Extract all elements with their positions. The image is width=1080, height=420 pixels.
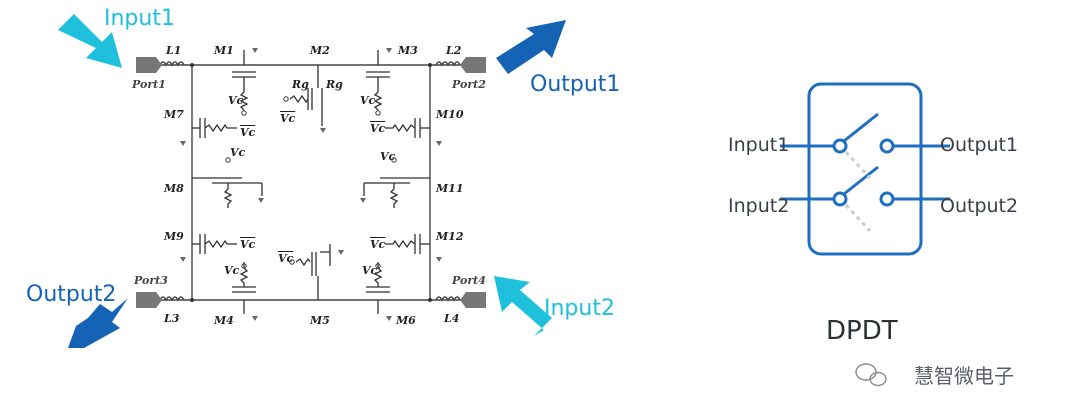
- vc-label-m8: Vc: [230, 146, 246, 159]
- vc-label-m1: Vc: [228, 94, 244, 107]
- transistor-label-m12: M12: [436, 230, 464, 243]
- transistor-label-m2: M2: [310, 44, 330, 57]
- dpdt-output2-label: Output2: [940, 195, 1019, 217]
- resistor-label-rg-left: Rg: [292, 78, 309, 91]
- transistor-label-m10: M10: [436, 108, 464, 121]
- dpdt-output1-label: Output1: [940, 134, 1019, 156]
- vc-bar-label-m9: Vc: [240, 238, 256, 251]
- port2-label: Port2: [452, 78, 486, 91]
- input1-arrow: [58, 14, 122, 68]
- transistor-label-m7: M7: [164, 108, 184, 121]
- dpdt-switch: [780, 82, 950, 256]
- input2-arrow: [494, 276, 552, 336]
- vc-label-m4: Vc: [224, 264, 240, 277]
- output1-label: Output1: [530, 72, 621, 97]
- resistor-label-rg-right: Rg: [326, 78, 343, 91]
- port3-label: Port3: [134, 274, 168, 287]
- transistor-label-m11: M11: [436, 182, 464, 195]
- inductor-label-l1: L1: [166, 44, 182, 57]
- transistor-label-m8: M8: [164, 182, 184, 195]
- transistor-label-m5: M5: [310, 314, 330, 327]
- gate-nodes: [190, 63, 432, 302]
- transistor-label-m9: M9: [164, 230, 184, 243]
- transistor-label-m4: M4: [214, 314, 234, 327]
- port4-label: Port4: [452, 274, 486, 287]
- transistors: [192, 50, 430, 314]
- port1-label: Port1: [132, 78, 166, 91]
- vc-bar-label-m7: Vc: [240, 126, 256, 139]
- output1-arrow: [496, 20, 566, 74]
- wechat-icon: [855, 363, 887, 387]
- port-terminals: [136, 57, 486, 308]
- vc-bar-label-m5: Vc: [278, 252, 294, 265]
- circuit-wires: [160, 64, 462, 301]
- vc-bar-label-m10: Vc: [370, 122, 386, 135]
- vc-label-m6: Vc: [362, 264, 378, 277]
- output2-arrow: [68, 298, 128, 348]
- ground-arrows: [180, 48, 442, 321]
- transistor-label-m1: M1: [214, 44, 234, 57]
- inductor-label-l4: L4: [444, 312, 460, 325]
- vc-bar-label-m12: Vc: [370, 238, 386, 251]
- vc-bar-label-m2: Vc: [280, 112, 296, 125]
- input1-label: Input1: [104, 6, 175, 31]
- inductor-label-l2: L2: [446, 44, 462, 57]
- watermark-text: 慧智微电子: [914, 364, 1014, 388]
- dpdt-input2-label: Input2: [728, 195, 790, 217]
- input2-label: Input2: [544, 296, 615, 321]
- inductors: [159, 61, 461, 302]
- transistor-label-m6: M6: [396, 314, 416, 327]
- dpdt-input1-label: Input1: [728, 134, 790, 156]
- vc-label-m11: Vc: [380, 150, 396, 163]
- transistor-label-m3: M3: [398, 44, 418, 57]
- vc-label-m3: Vc: [360, 94, 376, 107]
- dpdt-title: DPDT: [826, 316, 898, 346]
- output2-label: Output2: [26, 282, 117, 307]
- inductor-label-l3: L3: [164, 312, 180, 325]
